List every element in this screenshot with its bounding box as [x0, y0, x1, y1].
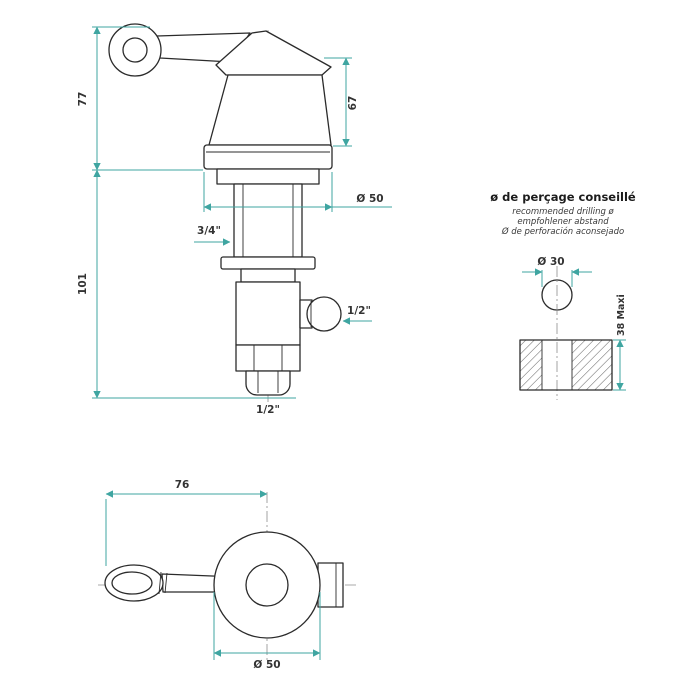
- base-flange: [203, 144, 333, 170]
- dim-label-diam50: Ø 50: [356, 193, 383, 205]
- side-view: 77 101 67 Ø 50 3/4" 1/2" 1/2": [77, 23, 392, 416]
- dim-label-inlet-thread: 3/4": [197, 225, 221, 237]
- bottom-connector: [245, 370, 291, 396]
- grip-tick-2: [164, 572, 168, 594]
- drill-panel: ø de perçage conseillé recommended drill…: [490, 190, 636, 400]
- handle-ring-outer: [108, 23, 162, 77]
- threaded-stem: [233, 183, 303, 258]
- dim-label-67: 67: [347, 96, 359, 111]
- lower-flange: [220, 256, 316, 270]
- handle-ring-plan-outer: [104, 564, 164, 602]
- drill-panel-subtitle-es: Ø de perforación aconsejado: [501, 226, 624, 237]
- collar: [216, 168, 320, 185]
- drill-panel-subtitle-de: empfohlener abstand: [517, 217, 609, 227]
- dim-label-side-outlet: 1/2": [347, 305, 371, 317]
- side-view-dimensions: 77 101 67 Ø 50 3/4" 1/2" 1/2": [77, 26, 392, 416]
- handle-cap: [215, 30, 332, 76]
- hatch-left: [520, 340, 542, 390]
- dim-label-body-diam50: Ø 50: [253, 659, 280, 671]
- valve-body: [235, 281, 301, 346]
- outlet-plan: [317, 562, 344, 608]
- handle-ring-inner: [122, 37, 148, 63]
- dim-label-76: 76: [175, 479, 190, 491]
- outlet-cap: [306, 296, 342, 332]
- dim-label-101: 101: [77, 273, 89, 295]
- dim-label-77: 77: [77, 92, 89, 107]
- dim-label-diam30: Ø 30: [537, 256, 564, 268]
- panel-section: [519, 339, 613, 391]
- bottom-nut: [235, 344, 301, 372]
- drill-panel-subtitle-en: recommended drilling ø: [512, 207, 614, 217]
- handle-ring-plan-inner: [111, 571, 153, 595]
- grip-tick-1: [158, 571, 162, 595]
- drill-panel-title: ø de perçage conseillé: [490, 190, 636, 204]
- cone-body: [208, 74, 332, 146]
- top-view: 76 Ø 50: [98, 479, 356, 671]
- body-circle-outer: [213, 531, 321, 639]
- dim-label-38maxi: 38 Maxi: [616, 294, 627, 336]
- body-circle-inner: [245, 563, 289, 607]
- dim-label-bottom-outlet: 1/2": [256, 404, 280, 416]
- hatch-right: [572, 340, 612, 390]
- neck: [240, 268, 296, 283]
